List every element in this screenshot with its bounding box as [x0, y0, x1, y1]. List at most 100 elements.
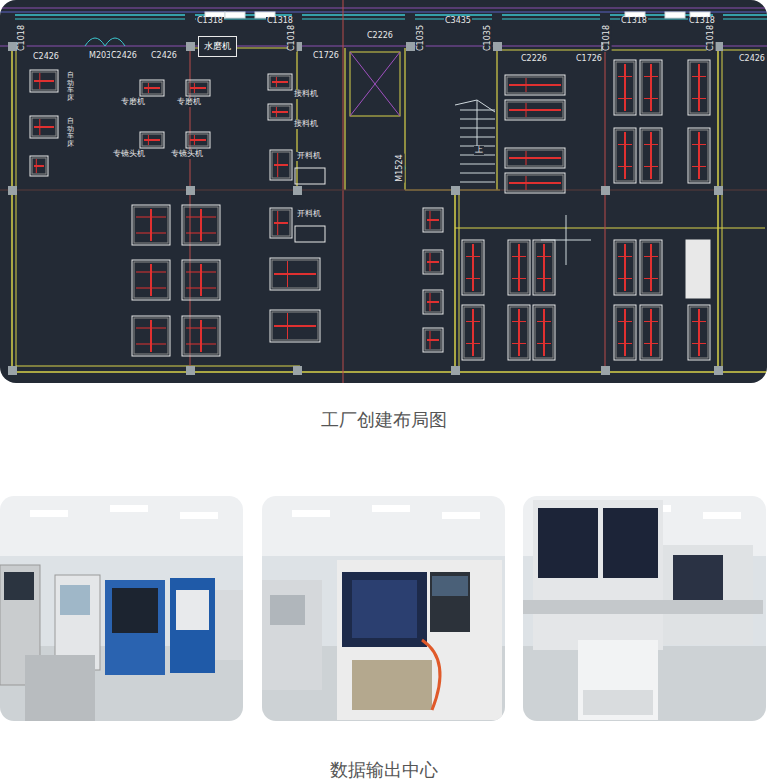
wall-line — [650, 132, 652, 179]
machine-outline — [688, 305, 710, 360]
pillar — [406, 42, 415, 51]
wall-line — [186, 344, 216, 345]
machine-outline — [640, 305, 662, 360]
wall-line — [186, 272, 216, 273]
wall-line — [427, 219, 439, 221]
machine-outline — [132, 260, 170, 300]
machine-outline — [30, 156, 48, 176]
wall-line — [34, 165, 44, 167]
machine-inner — [272, 260, 318, 288]
machine-outline — [533, 240, 555, 295]
machine — [215, 590, 243, 660]
machine-outline — [640, 128, 662, 183]
machine-outline — [132, 316, 170, 356]
wall-line — [200, 320, 202, 352]
machine-icon — [505, 173, 565, 193]
wall-line — [472, 244, 474, 291]
machine-outline — [688, 128, 710, 183]
window — [673, 555, 723, 600]
table — [25, 655, 95, 721]
ceiling-light — [703, 512, 741, 519]
machine-icon — [270, 310, 320, 342]
pillar — [451, 366, 460, 375]
machine-icon — [140, 132, 164, 148]
pillar — [186, 186, 195, 195]
machine-inner — [184, 262, 218, 298]
machine-inner — [642, 62, 660, 113]
wall-line — [537, 321, 551, 322]
wall-line — [136, 217, 166, 218]
wall-line — [722, 50, 723, 368]
machine-inner — [642, 130, 660, 181]
wall-line — [650, 244, 652, 291]
machine-inner — [616, 130, 634, 181]
wall-line — [144, 139, 160, 141]
wall-line — [460, 173, 495, 174]
ceiling-light — [30, 510, 68, 517]
machine-inner — [270, 76, 290, 88]
wall-line — [144, 87, 160, 89]
wall-line — [200, 209, 202, 241]
machine-outline — [423, 328, 443, 352]
wall-line — [624, 64, 626, 111]
machine-icon — [533, 240, 555, 295]
wall-line — [509, 84, 561, 86]
wall-line — [605, 228, 606, 372]
screen — [432, 576, 468, 596]
machine-door — [342, 572, 427, 647]
wall-line — [148, 83, 149, 93]
ceiling-light — [180, 512, 218, 519]
wall-line — [136, 272, 166, 273]
wall-line — [302, 14, 405, 16]
machine-outline — [270, 258, 320, 290]
wall-line — [698, 309, 700, 356]
agv-base — [583, 690, 653, 715]
machine-icon — [423, 208, 443, 232]
machine-inner — [510, 242, 528, 293]
ceiling — [0, 496, 243, 556]
machine-outline — [508, 240, 530, 295]
machine-inner — [134, 318, 168, 354]
wall-line — [287, 313, 288, 339]
machine-outline — [186, 132, 210, 148]
window — [270, 595, 305, 625]
wall-line — [644, 278, 658, 279]
wall-line — [415, 14, 492, 16]
ceiling-light — [372, 505, 410, 512]
pillar — [714, 366, 723, 375]
plan-label: C2426 — [738, 55, 766, 64]
wall-line — [618, 76, 632, 77]
wall-line — [430, 253, 431, 271]
machine-outline — [295, 168, 325, 184]
wall-line — [723, 19, 767, 20]
machine-icon — [614, 60, 636, 115]
machine-inner — [507, 150, 563, 166]
wall-line — [692, 321, 706, 322]
machine-inner — [272, 312, 318, 340]
wall-line — [624, 309, 626, 356]
machine-icon — [30, 156, 48, 176]
wall-line — [698, 64, 700, 111]
wall-line — [466, 343, 480, 344]
machine-inner — [184, 318, 218, 354]
machine-inner — [690, 307, 708, 358]
machine-icon — [268, 74, 292, 90]
plan-label: C1018 — [18, 24, 27, 52]
wall-line — [454, 195, 456, 372]
control-panel — [430, 572, 470, 632]
wall-line — [136, 233, 166, 234]
machine-outline — [270, 150, 292, 180]
machine — [105, 580, 165, 675]
wall-line — [644, 256, 658, 257]
machine-icon — [270, 258, 320, 290]
wall-line — [39, 73, 40, 89]
plan-label: C2426 — [110, 52, 138, 61]
machine-icon — [508, 240, 530, 295]
machine-outline — [270, 310, 320, 342]
wall-line — [723, 14, 767, 16]
wall-line — [526, 151, 527, 165]
machine-outline — [688, 60, 710, 115]
machine-icon — [270, 208, 292, 238]
machine-icon — [140, 80, 164, 96]
